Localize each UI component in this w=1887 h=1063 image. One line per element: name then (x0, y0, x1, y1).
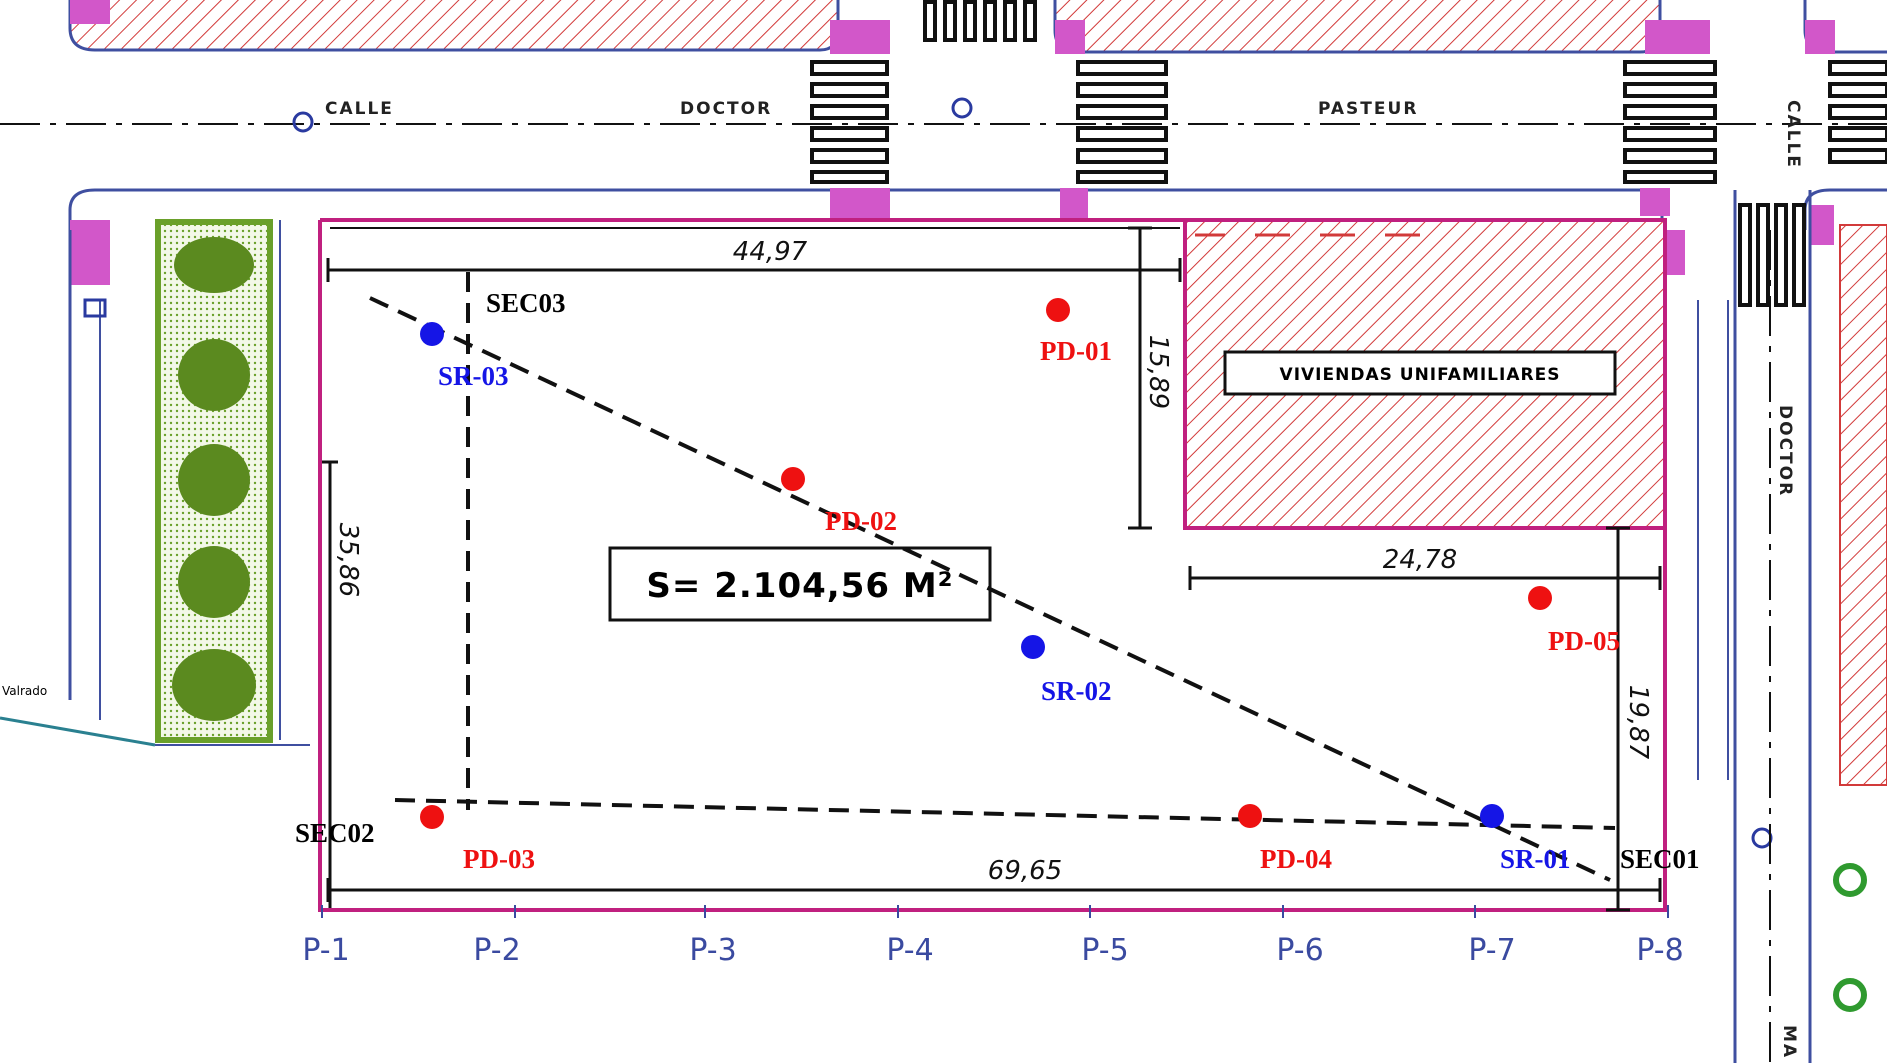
left-park-strip: Valrado (0, 219, 310, 747)
building-label: VIVIENDAS UNIFAMILIARES (1280, 365, 1561, 385)
pole-markers (70, 0, 1835, 285)
plot-boundary (318, 218, 1667, 912)
tree-icon (1833, 978, 1867, 1012)
axis-point-p3: P-3 (689, 933, 736, 968)
zebra-crossing-3 (1623, 60, 1717, 184)
dimension-notch-vertical: 15,89 (1143, 335, 1173, 409)
probe-markers (420, 298, 1552, 829)
probe-label-pd02: PD-02 (825, 506, 897, 536)
dimension-right: 19,87 (1623, 685, 1653, 760)
probe-marker-pd03[interactable] (420, 805, 444, 829)
tree-icon (172, 237, 256, 721)
street-name-partial-right: MA (1779, 1025, 1799, 1059)
neighbour-building: VIVIENDAS UNIFAMILIARES (1183, 218, 1667, 530)
street-name-calle-right: CALLE (1783, 100, 1803, 169)
axis-point-p8: P-8 (1636, 933, 1683, 968)
probe-label-sr03: SR-03 (438, 361, 509, 391)
street-name-pasteur: PASTEUR (1318, 99, 1418, 119)
probe-marker-sr02[interactable] (1021, 635, 1045, 659)
probe-label-pd04: PD-04 (1260, 844, 1332, 874)
probe-marker-pd01[interactable] (1046, 298, 1070, 322)
street-name-doctor: DOCTOR (680, 99, 772, 119)
probe-label-pd05: PD-05 (1548, 626, 1620, 656)
axis-point-p4: P-4 (886, 933, 933, 968)
tree-icon (1833, 863, 1867, 897)
street-name-partial-left: Valrado (2, 684, 47, 698)
probe-label-sr02: SR-02 (1041, 676, 1112, 706)
zebra-crossing-vertical (923, 0, 1806, 307)
dimension-left: 35,86 (333, 523, 363, 597)
axis-ticks (321, 905, 1669, 918)
probe-marker-sr01[interactable] (1480, 804, 1504, 828)
section-line-diagonal (369, 296, 1611, 882)
street-name-doctor-right: DOCTOR (1775, 405, 1795, 497)
zebra-crossing-1 (810, 60, 889, 184)
section-lines (369, 272, 1616, 882)
street-top: CALLE DOCTOR PASTEUR (0, 0, 1887, 849)
axis-point-p5: P-5 (1081, 933, 1128, 968)
axis-point-p1: P-1 (302, 933, 349, 968)
section-label-sec03: SEC03 (486, 288, 566, 318)
probe-label-sr01: SR-01 (1500, 844, 1571, 874)
probe-marker-pd02[interactable] (781, 467, 805, 491)
section-line-sec02 (394, 798, 1616, 830)
axis-point-p7: P-7 (1468, 933, 1515, 968)
zebra-crossing-4 (1828, 60, 1887, 164)
section-label-sec01: SEC01 (1620, 844, 1700, 874)
street-right: CALLE DOCTOR MA (1697, 100, 1887, 1063)
zebra-crossing-2 (1076, 60, 1168, 184)
area-box: S= 2.104,56 M² (608, 546, 992, 622)
axis-point-p6: P-6 (1276, 933, 1323, 968)
axis-point-p2: P-2 (473, 933, 520, 968)
probe-marker-pd04[interactable] (1238, 804, 1262, 828)
area-label: S= 2.104,56 M² (646, 566, 953, 606)
dimension-top: 44,97 (733, 237, 808, 267)
probe-label-pd03: PD-03 (463, 844, 535, 874)
section-label-sec02: SEC02 (295, 818, 375, 848)
probe-marker-sr03[interactable] (420, 322, 444, 346)
dimension-notch-horizontal: 24,78 (1383, 545, 1457, 575)
probe-marker-pd05[interactable] (1528, 586, 1552, 610)
probe-label-pd01: PD-01 (1040, 336, 1112, 366)
dimension-bottom: 69,65 (988, 856, 1062, 886)
street-name-calle: CALLE (325, 99, 394, 119)
dimension-lines (322, 226, 1662, 912)
